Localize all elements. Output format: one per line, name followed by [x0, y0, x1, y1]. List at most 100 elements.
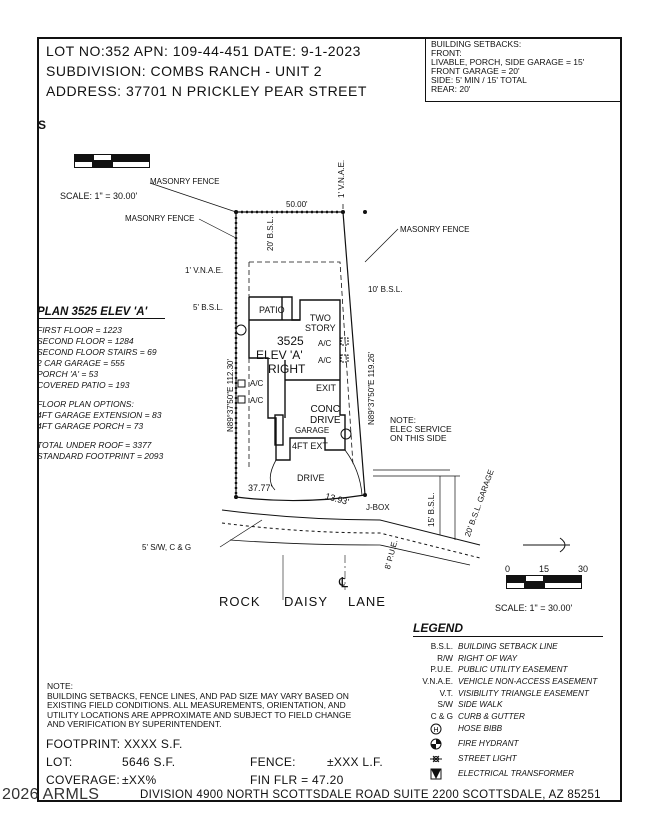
- front-width-dimension: 37.77': [248, 483, 273, 493]
- plan-number-label: 3525: [277, 334, 304, 348]
- note-text: NOTE: BUILDING SETBACKS, FENCE LINES, AN…: [47, 681, 352, 729]
- garage-label: GARAGE: [295, 426, 330, 435]
- legend-desc: VISIBILITY TRIANGLE EASEMENT: [458, 688, 589, 698]
- elevation-label: ELEV 'A': [256, 348, 303, 362]
- setbacks-line: FRONT:: [431, 48, 462, 58]
- patio-label: PATIO: [259, 305, 285, 315]
- masonry-fence-label: MASONRY FENCE: [400, 225, 470, 234]
- plan-area: FIRST FLOOR = 1223: [37, 325, 122, 335]
- vnae-label: 1' V.N.A.E.: [337, 159, 346, 198]
- legend-abbr: V.N.A.E.: [422, 677, 453, 687]
- plan-area: SECOND FLOOR = 1284: [37, 336, 134, 346]
- scale-tick: 30: [578, 564, 589, 574]
- house-footprint: [248, 296, 346, 461]
- legend-desc: BUILDING SETBACK LINE: [458, 642, 558, 651]
- lot-stat-value: 5646 S.F.: [122, 755, 176, 769]
- two-story-label: TWO STORY: [305, 313, 336, 333]
- elec-service-note: NOTE: ELEC SERVICE ON THIS SIDE: [390, 415, 452, 443]
- coverage-stat-value: ±XX%: [122, 773, 157, 787]
- setbacks-title: BUILDING SETBACKS:: [431, 39, 522, 49]
- hand-label: RIGHT: [268, 362, 306, 376]
- legend-abbr: S/W: [437, 700, 453, 710]
- legend-desc: RIGHT OF WAY: [458, 653, 518, 663]
- ext-label: 4FT EXT: [292, 441, 328, 451]
- scale-label-bottom: SCALE: 1" = 30.00': [495, 603, 573, 613]
- plan-title: PLAN 3525 ELEV 'A': [37, 306, 165, 319]
- vnae-label: 1' V.N.A.E.: [185, 266, 224, 275]
- front-setback-label: 15' B.S.L.: [427, 492, 436, 527]
- legend-title: LEGEND: [413, 621, 603, 637]
- scale-bar-bottom: [506, 575, 582, 589]
- plan-total: TOTAL UNDER ROOF = 3377: [37, 440, 152, 450]
- side-setback-label: 5' B.S.L.: [193, 303, 223, 312]
- ac-label: A/C: [318, 339, 332, 348]
- coverage-stat-label: COVERAGE:: [46, 773, 121, 787]
- lot-info-line: LOT NO:352 APN: 109-44-451 DATE: 9-1-202…: [46, 43, 361, 59]
- rear-setback-label: 20' B.S.L.: [266, 216, 275, 251]
- rear-width-dimension: 50.00': [286, 200, 308, 209]
- legend-desc: ELECTRICAL TRANSFORMER: [458, 768, 574, 778]
- builder-address: DIVISION 4900 NORTH SCOTTSDALE ROAD SUIT…: [140, 789, 601, 801]
- side-setback-label: 10' B.S.L.: [368, 285, 403, 294]
- legend-abbr: R/W: [437, 653, 453, 663]
- floor-plan-option: 4FT GARAGE EXTENSION = 83: [37, 410, 162, 420]
- ac-label: A/C: [318, 356, 332, 365]
- legend: LEGEND B.S.L. BUILDING SETBACK LINE R/W RI…: [413, 621, 613, 784]
- setback-line: [249, 261, 354, 466]
- fire-hydrant-icon: [430, 738, 442, 750]
- jbox-label: J-BOX: [366, 503, 390, 512]
- ac-label: A/C: [250, 379, 264, 388]
- address-line: ADDRESS: 37701 N PRICKLEY PEAR STREET: [46, 83, 367, 99]
- north-mark: S: [38, 118, 47, 132]
- scale-bar-top: [74, 154, 150, 168]
- subdivision-line: SUBDIVISION: COMBS RANCH - UNIT 2: [46, 63, 323, 79]
- plan-area: 2 CAR GARAGE = 555: [37, 358, 125, 368]
- legend-abbr: P.U.E.: [430, 665, 453, 675]
- sidewalk-label: 5' S/W, C & G: [142, 543, 192, 552]
- scale-tick: 15: [539, 564, 550, 574]
- plan-summary: PLAN 3525 ELEV 'A' FIRST FLOOR = 1223 SE…: [37, 306, 247, 462]
- front-lot-line: [235, 494, 366, 502]
- setbacks-line: FRONT GARAGE = 20': [431, 66, 520, 76]
- legend-abbr: B.S.L.: [430, 642, 453, 651]
- plan-area: SECOND FLOOR STAIRS = 69: [37, 347, 157, 357]
- plot-plan-sheet: [37, 37, 622, 802]
- svg-text:H: H: [433, 727, 438, 734]
- scale-label-top: SCALE: 1" = 30.00': [60, 191, 138, 201]
- legend-desc: HOSE BIBB: [458, 723, 503, 733]
- legend-desc: FIRE HYDRANT: [458, 738, 519, 748]
- hose-bibb-icon: H: [430, 723, 442, 735]
- left-lot-dimension: N89°37'50"E 112.30': [226, 359, 235, 432]
- hose-bibb-icon: [340, 428, 352, 440]
- building-setbacks-box: BUILDING SETBACKS: FRONT: LIVABLE, PORCH…: [425, 37, 621, 102]
- legend-desc: SIDE WALK: [458, 700, 503, 710]
- masonry-fence-label: MASONRY FENCE: [150, 177, 220, 186]
- electrical-transformer-icon: [430, 768, 442, 780]
- floor-plan-options-title: FLOOR PLAN OPTIONS:: [37, 399, 134, 409]
- right-lot-dimension: N89°37'50"E 119.26': [367, 352, 376, 425]
- field-conditions-note: NOTE: BUILDING SETBACKS, FENCE LINES, AN…: [47, 681, 367, 730]
- hose-bibb-icon: [235, 324, 247, 336]
- watermark: 2026 ARMLS: [2, 786, 100, 803]
- setbacks-line: LIVABLE, PORCH, SIDE GARAGE = 15': [431, 57, 585, 67]
- conc-drive-label: CONC DRIVE: [310, 404, 341, 426]
- street-light-icon: [430, 755, 442, 763]
- legend-abbr: C & G: [430, 712, 453, 722]
- legend-desc: VEHICLE NON-ACCESS EASEMENT: [458, 677, 598, 687]
- fence-stat-label: FENCE:: [250, 755, 296, 769]
- masonry-fence-label: MASONRY FENCE: [125, 214, 195, 223]
- centerline-mark: ℄: [339, 574, 348, 590]
- plan-area: PORCH 'A' = 53: [37, 369, 99, 379]
- legend-desc: STREET LIGHT: [458, 753, 517, 763]
- drive-label: DRIVE: [297, 473, 325, 483]
- legend-desc: PUBLIC UTILITY EASEMENT: [458, 665, 568, 675]
- setbacks-line: REAR: 20': [431, 84, 471, 94]
- setbacks-line: SIDE: 5' MIN / 15' TOTAL: [431, 75, 527, 85]
- fence-stat-value: ±XXX L.F.: [327, 755, 383, 769]
- street-name-word: ROCK: [219, 594, 261, 609]
- plan-total: STANDARD FOOTPRINT = 2093: [37, 451, 164, 461]
- floor-plan-option: 4FT GARAGE PORCH = 73: [37, 421, 144, 431]
- street-name-word: LANE: [348, 594, 386, 609]
- lot-stat-label: LOT:: [46, 755, 73, 769]
